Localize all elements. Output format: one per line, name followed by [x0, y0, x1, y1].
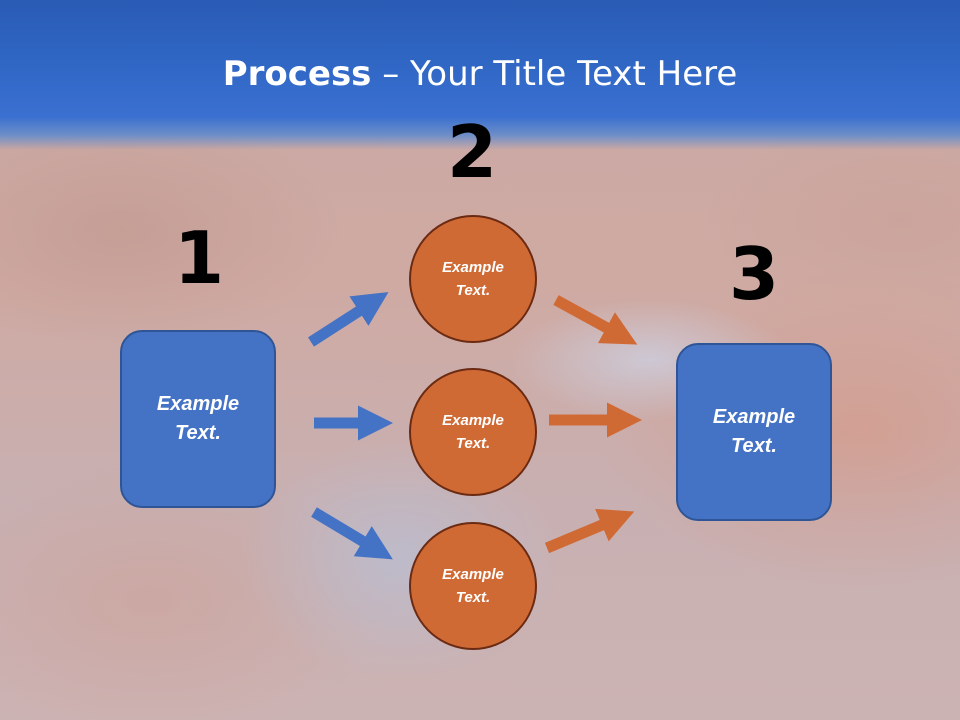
step-number-2: 2: [446, 110, 498, 194]
step-2-middle-line2: Text.: [455, 435, 491, 452]
step-1-text-line2: Text.: [175, 422, 221, 444]
step-2-bottom-line1: Example: [442, 566, 504, 583]
step-1-text-line1: Example: [156, 393, 240, 415]
arrow-blue-down: [311, 507, 393, 560]
title-bold: Process: [222, 54, 372, 94]
slide-title: Process – Your Title Text Here: [0, 52, 960, 96]
step-2-top-line1: Example: [442, 259, 504, 276]
sky-background: [0, 0, 960, 150]
step-3-text-line2: Text.: [731, 435, 777, 457]
arrow-orange-up: [544, 508, 635, 554]
step-number-1: 1: [173, 216, 225, 300]
arrow-blue-up: [308, 292, 389, 347]
step-2-bottom-line2: Text.: [455, 589, 491, 606]
arrow-orange-down: [553, 295, 638, 345]
step-2-middle-line1: Example: [442, 412, 504, 429]
step-2-top-line2: Text.: [455, 282, 491, 299]
title-rest: – Your Title Text Here: [371, 54, 738, 94]
step-number-3: 3: [728, 232, 780, 316]
step-3-text-line1: Example: [712, 406, 796, 428]
